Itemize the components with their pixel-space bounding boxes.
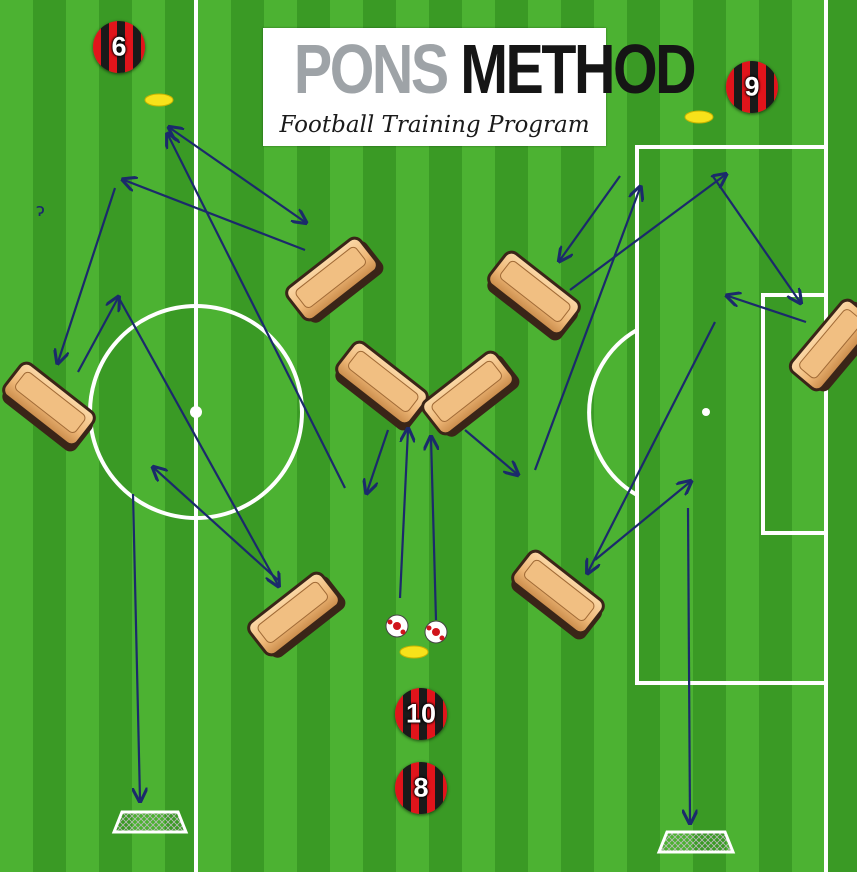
logo-title-method: METHOD: [460, 30, 694, 108]
player-marker: 10: [395, 688, 447, 740]
grass-stripe: [132, 0, 165, 872]
cone: [400, 646, 428, 658]
ball: [386, 615, 408, 637]
logo-title: PONS METHOD: [294, 30, 575, 108]
grass-stripe: [660, 0, 693, 872]
stray-mark: ɂ: [36, 200, 45, 221]
player-marker: 8: [395, 762, 447, 814]
goal-right: [659, 832, 733, 852]
center-spot: [190, 406, 202, 418]
goal-left: [114, 812, 186, 832]
cone: [145, 94, 173, 106]
player-number: 6: [111, 32, 126, 63]
player-number: 8: [413, 773, 428, 804]
player-marker: 9: [726, 61, 778, 113]
player-marker: 6: [93, 21, 145, 73]
grass-stripe: [165, 0, 198, 872]
ball: [425, 621, 447, 643]
logo-subtitle: Football Training Program: [263, 112, 606, 138]
player-number: 10: [406, 699, 436, 730]
grass-stripe: [198, 0, 231, 872]
player-number: 9: [744, 72, 759, 103]
grass-stripe: [825, 0, 857, 872]
grass-stripe: [99, 0, 132, 872]
logo-title-pons: PONS: [294, 30, 447, 108]
grass-stripe: [231, 0, 264, 872]
pons-method-logo: PONS METHOD Football Training Program: [263, 28, 606, 146]
grass-stripe: [693, 0, 726, 872]
grass-stripe: [0, 0, 33, 872]
cone: [685, 111, 713, 123]
grass-stripe: [792, 0, 825, 872]
grass-stripe: [627, 0, 660, 872]
grass-stripe: [726, 0, 759, 872]
penalty-spot: [702, 408, 710, 416]
